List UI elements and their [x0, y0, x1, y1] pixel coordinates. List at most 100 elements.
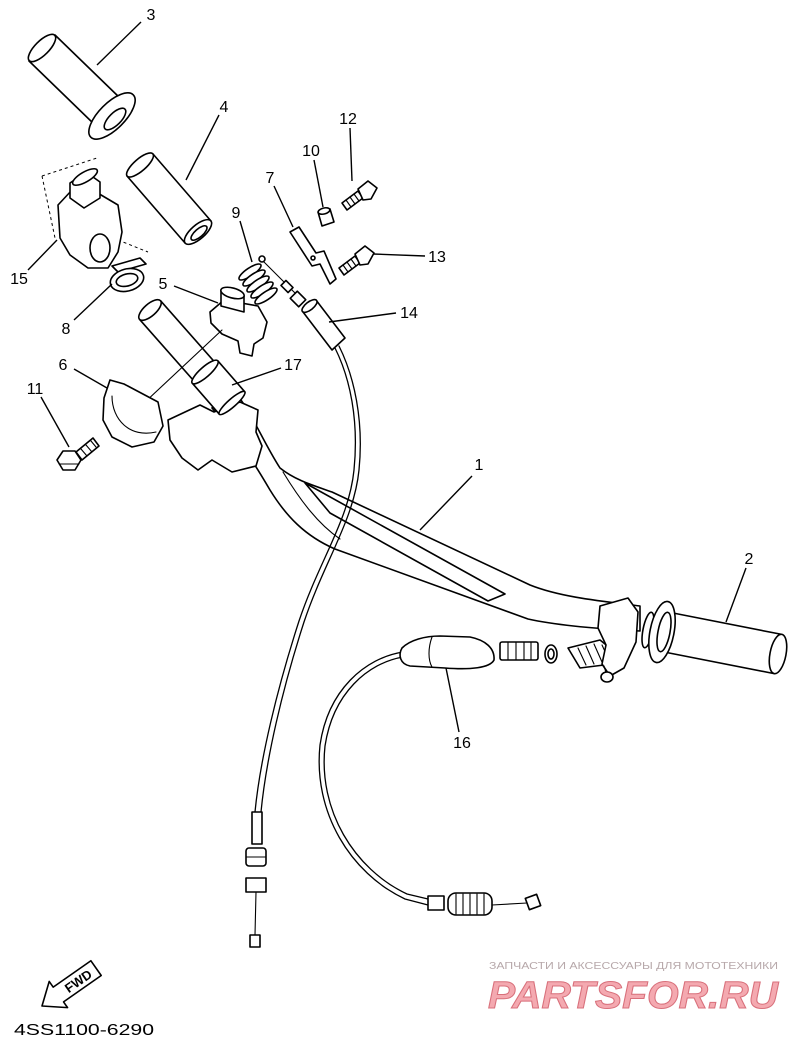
ring-inner: [115, 272, 139, 288]
leader-line-17: [231, 367, 282, 386]
leader-line-5: [173, 285, 219, 304]
ring-8: [109, 257, 147, 293]
cable-end-ball: [258, 255, 266, 263]
perch-bolt: [600, 671, 614, 683]
cable-guide-9: [238, 263, 278, 305]
cable-bracket-7: [289, 226, 337, 285]
cable-sheath: [318, 651, 429, 906]
watermark-tagline: ЗАПЧАСТИ И АКСЕССУАРЫ ДЛЯ МОТОТЕХНИКИ: [489, 961, 778, 972]
grip-flange-inner: [656, 611, 672, 653]
nut-10: [317, 206, 335, 227]
leader-line-13: [372, 253, 426, 257]
leader-line-14: [328, 312, 397, 323]
grip-end-cap: [768, 633, 788, 675]
ring-tab: [111, 257, 147, 273]
handlebar-left-end: [137, 298, 163, 322]
leader-line-15: [27, 239, 58, 271]
callout-9: 9: [232, 205, 241, 222]
callout-7: 7: [266, 170, 275, 187]
callout-10: 10: [302, 143, 320, 160]
throttle-tube-4: [125, 152, 213, 246]
callout-17: 17: [284, 357, 302, 374]
leader-line-2: [725, 567, 747, 623]
cable-sheath: [323, 656, 429, 900]
callout-11: 11: [27, 381, 44, 398]
upper-housing-boss-top: [220, 286, 245, 300]
nut-top: [317, 206, 331, 216]
bolt-head: [56, 450, 82, 471]
switch-housing-bore: [89, 233, 111, 263]
cable-boot-ribs: [455, 893, 485, 915]
leader-line-1: [419, 475, 473, 531]
watermark-brand: PARTSFOR.RU: [488, 975, 780, 1017]
throttle-housing-lower-6: [102, 379, 164, 448]
cable-fitting: [280, 279, 294, 294]
lever-perch: [567, 597, 639, 683]
leader-line-9: [239, 220, 253, 263]
callout-15: 15: [10, 271, 28, 288]
collar-end: [191, 359, 219, 385]
watermark: ЗАПЧАСТИ И АКСЕССУАРЫ ДЛЯ МОТОТЕХНИКИ PA…: [488, 961, 781, 1018]
cable-lower-tube: [251, 811, 263, 845]
guide-rib: [254, 287, 278, 305]
callout-4: 4: [220, 99, 229, 116]
screw-head: [354, 245, 375, 266]
fwd-arrow: FWD: [41, 959, 103, 1009]
cable-holder-edge: [428, 636, 433, 668]
screw-12: [341, 180, 378, 211]
callout-6: 6: [59, 357, 68, 374]
leader-line-6: [73, 368, 108, 389]
callout-16: 16: [453, 735, 471, 752]
collar-17: [191, 359, 246, 416]
screw-thread: [342, 258, 357, 273]
collar-far-end: [218, 390, 246, 416]
diagram-code: 4SS1100-6290: [14, 1022, 154, 1039]
screw-head: [357, 180, 378, 201]
leader-line-16: [445, 667, 460, 733]
cable-adjuster: [499, 641, 539, 661]
clutch-cable-16: [318, 635, 558, 916]
callout-12: 12: [339, 111, 357, 128]
grip-bore: [103, 107, 127, 131]
callout-13: 13: [428, 249, 446, 266]
bolt-thread: [80, 440, 97, 457]
throttle-tube-bore: [190, 224, 208, 242]
callout-2: 2: [745, 551, 754, 568]
grip-3: [27, 33, 136, 140]
handlebar-brace-edge: [282, 471, 341, 540]
cable-sheath: [254, 347, 357, 813]
screw-13: [338, 245, 375, 276]
cable-lock-nut: [245, 877, 267, 893]
cable-inner-wire: [263, 261, 301, 299]
leader-line-4: [185, 114, 220, 181]
leader-line-11: [40, 396, 70, 448]
leader-lines: [27, 21, 747, 733]
cable-adjuster-thread: [507, 641, 532, 661]
callouts: 3 4 12 10 7 9 13 14 15 8 5 6 17 11 1 2 1…: [10, 7, 753, 752]
leader-line-12: [349, 127, 353, 182]
bracket-hole: [310, 255, 316, 261]
switch-housing-15: [41, 157, 149, 269]
leader-line-10: [313, 159, 324, 208]
leader-line-8: [73, 283, 113, 321]
screw-thread: [345, 193, 360, 208]
throttle-cable-14: [245, 255, 361, 948]
throttle-tube-start: [125, 152, 155, 178]
callout-8: 8: [62, 321, 71, 338]
cable-nut: [289, 290, 307, 308]
grip-end-cap: [27, 33, 57, 63]
cable-housing-cap: [301, 298, 318, 314]
callout-14: 14: [400, 305, 418, 322]
lower-housing-arc: [111, 395, 157, 434]
grip-2: [641, 600, 788, 675]
cable-lower-wire: [491, 902, 528, 906]
perch-bracket-hatch: [577, 643, 609, 666]
handlebar-brace-opening: [304, 482, 506, 602]
fwd-arrow-shape: [41, 959, 103, 1009]
leader-line-3: [96, 21, 142, 66]
cable-lower-wire: [254, 891, 257, 936]
callout-5: 5: [159, 276, 168, 293]
grip-body: [661, 611, 783, 675]
cable-holder: [399, 635, 495, 670]
